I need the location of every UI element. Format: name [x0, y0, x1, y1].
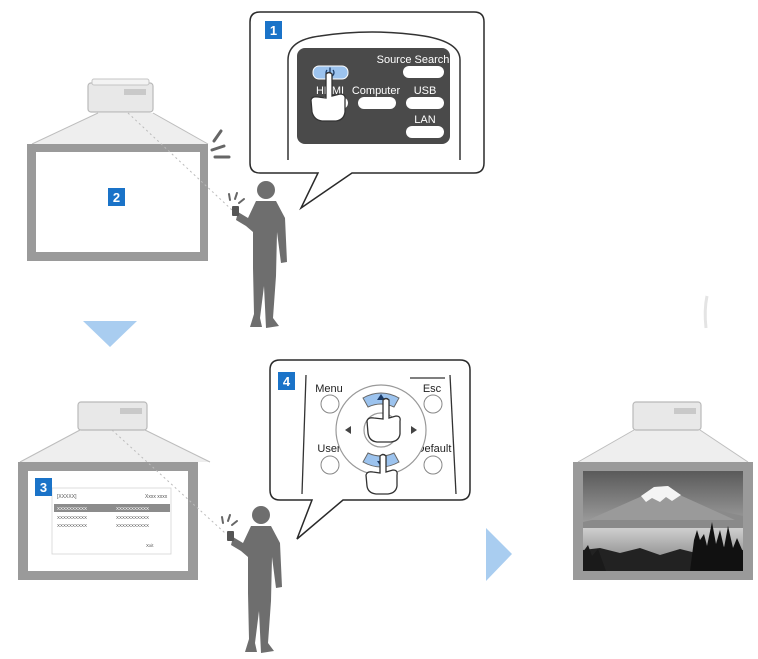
callout-remote-top: Source Search HDMI Computer USB LAN 1: [249, 11, 485, 211]
projector: [77, 401, 148, 431]
hand-pointer-icon: [365, 453, 398, 495]
scene-result: [573, 401, 753, 580]
user-button[interactable]: [320, 455, 340, 475]
menu-header-right: Xxxx xxxx: [145, 494, 168, 500]
scene-top: 2: [27, 78, 287, 328]
mountain-landscape-image: [583, 471, 743, 571]
esc-label: Esc: [423, 383, 442, 395]
signal-marks-remote: [221, 514, 238, 526]
usb-button[interactable]: [406, 97, 444, 109]
source-search-button[interactable]: [403, 66, 444, 78]
menu-row-1-left: XXXXXXXXXX: [57, 506, 87, 511]
menu-row-2-right: XXXXXXXXXXX: [116, 515, 149, 520]
projection-screen-image: [573, 462, 753, 580]
lan-label: LAN: [414, 114, 435, 126]
arrow-up-icon: [377, 394, 385, 400]
step-3-number: 3: [40, 480, 47, 495]
light-cone: [20, 430, 210, 462]
arrow-right-icon[interactable]: [411, 426, 417, 434]
menu-row-2-left: XXXXXXXXXX: [57, 515, 87, 520]
flow-arrow-down-icon: [83, 321, 137, 347]
step-2-badge: 2: [108, 188, 125, 206]
menu-row-1-right: XXXXXXXXXXX: [116, 506, 149, 511]
step-2-number: 2: [113, 190, 120, 205]
menu-row-3-right: XXXXXXXXXXX: [116, 523, 149, 528]
arrow-left-icon[interactable]: [345, 426, 351, 434]
menu-footer: Xxit: [146, 543, 154, 548]
computer-label: Computer: [352, 85, 401, 97]
menu-header-left: [XXXXX]: [57, 494, 77, 500]
step-1-badge: 1: [265, 21, 282, 39]
menu-label: Menu: [315, 383, 343, 395]
default-label: Default: [417, 443, 452, 455]
step-4-badge: 4: [278, 372, 295, 390]
person-with-remote: [227, 506, 282, 653]
light-cone: [578, 430, 748, 462]
source-search-label: Source Search: [377, 54, 450, 66]
default-button[interactable]: [423, 455, 443, 475]
esc-button[interactable]: [423, 394, 443, 414]
projector: [87, 78, 154, 113]
callout-remote-nav: Menu Esc User Default 4: [269, 359, 471, 540]
usb-label: USB: [414, 85, 437, 97]
menu-button[interactable]: [320, 394, 340, 414]
step-4-number: 4: [283, 374, 291, 389]
user-label: User: [317, 443, 341, 455]
menu-row-3-left: XXXXXXXXXX: [57, 523, 87, 528]
hand-pointer-icon: [366, 397, 401, 443]
step-1-number: 1: [270, 23, 277, 38]
signal-marks-screen: [210, 129, 231, 159]
lan-button[interactable]: [406, 126, 444, 138]
light-cone: [32, 113, 208, 144]
flow-arrow-right-icon: [486, 528, 512, 581]
person-with-remote: [232, 181, 287, 328]
ir-signal-line: [127, 112, 233, 211]
projector: [632, 401, 702, 431]
computer-button[interactable]: [358, 97, 396, 109]
step-3-badge: 3: [35, 478, 52, 496]
signal-marks-remote: [228, 192, 245, 204]
hand-pointer-icon: [310, 71, 346, 122]
edge-artifact: [703, 295, 709, 329]
scene-bottom: [XXXXX] Xxxx xxxx XXXXXXXXXX XXXXXXXXXXX…: [18, 401, 282, 653]
ir-signal-line: [111, 429, 226, 534]
